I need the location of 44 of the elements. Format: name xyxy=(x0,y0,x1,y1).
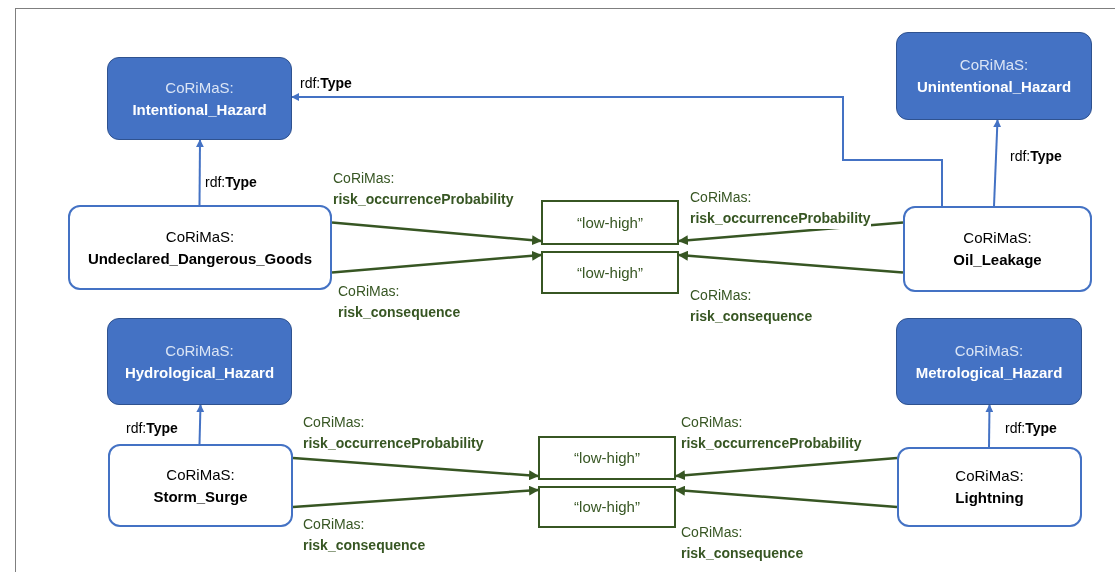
arrow xyxy=(678,250,904,274)
namespace-text: CoRiMaS: xyxy=(959,55,1029,75)
instance-box xyxy=(897,447,1082,527)
node-label: “low-high” xyxy=(577,212,643,233)
literal-box xyxy=(541,200,679,245)
arrow xyxy=(675,456,898,481)
instance-box xyxy=(108,444,293,527)
literal-box xyxy=(541,251,679,294)
node-label: Lightning xyxy=(955,488,1024,508)
arrow xyxy=(331,221,542,246)
arrow xyxy=(993,119,1002,207)
node-label: Storm_Surge xyxy=(153,486,248,507)
instance-box xyxy=(903,206,1092,292)
namespace-text: CoRiMaS: xyxy=(166,464,235,485)
node-label: Hydrological_Hazard xyxy=(124,362,275,383)
class-box xyxy=(896,318,1082,405)
namespace-text: CoRiMaS: xyxy=(955,466,1024,486)
namespace-text: CoRiMaS: xyxy=(954,340,1024,361)
arrow xyxy=(291,93,943,207)
node-label: Intentional_Hazard xyxy=(132,99,267,120)
class-box xyxy=(896,32,1092,120)
node-label: Metrological_Hazard xyxy=(915,362,1063,383)
arrow xyxy=(675,485,898,509)
instance-box xyxy=(68,205,332,290)
arrow xyxy=(985,404,994,448)
node-label: “low-high” xyxy=(577,262,643,283)
node-label: Oil_Leakage xyxy=(953,250,1042,270)
namespace-text: CoRiMaS: xyxy=(165,77,234,98)
node-label: Undeclared_Dangerous_Goods xyxy=(87,248,313,269)
class-box xyxy=(107,318,292,405)
node-label: Unintentional_Hazard xyxy=(916,77,1072,97)
namespace-text: CoRiMaS: xyxy=(963,228,1032,248)
node-label: “low-high” xyxy=(574,448,640,468)
namespace-text: CoRiMaS: xyxy=(165,226,235,247)
arrow xyxy=(195,139,204,206)
arrow xyxy=(196,404,205,445)
literal-box xyxy=(538,436,676,480)
arrow xyxy=(331,250,542,274)
class-box xyxy=(107,57,292,140)
arrow xyxy=(292,485,539,509)
literal-box xyxy=(538,486,676,528)
node-label: “low-high” xyxy=(574,497,640,517)
namespace-text: CoRiMaS: xyxy=(165,340,234,361)
arrow xyxy=(292,456,539,481)
